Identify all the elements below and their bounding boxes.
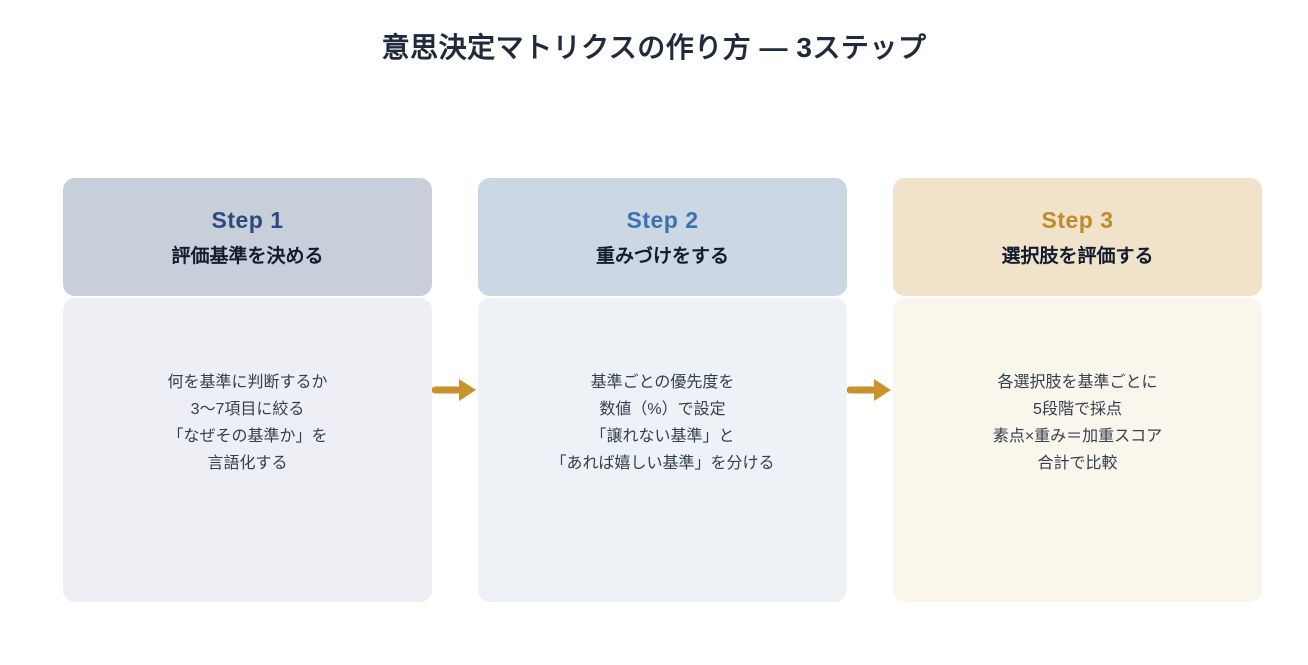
step-2-line-3: 「譲れない基準」と [590,428,735,445]
arrow-2 [847,178,893,602]
steps-row: Step 1 評価基準を決める 何を基準に判断するか 3〜7項目に絞る 「なぜそ… [63,178,1262,602]
step-2-line-2: 数値（%）で設定 [599,401,726,418]
step-card-1: Step 1 評価基準を決める 何を基準に判断するか 3〜7項目に絞る 「なぜそ… [63,178,432,602]
step-3-line-1: 各選択肢を基準ごとに [997,374,1158,391]
step-1-label: Step 1 [211,206,284,233]
step-2-body: 基準ごとの優先度を 数値（%）で設定 「譲れない基準」と 「あれば嬉しい基準」を… [478,298,847,602]
step-card-3: Step 3 選択肢を評価する 各選択肢を基準ごとに 5段階で採点 素点×重み＝… [893,178,1262,602]
right-arrow-icon [432,379,476,401]
step-3-line-4: 合計で比較 [1037,455,1118,472]
step-1-header: Step 1 評価基準を決める [63,178,432,296]
step-3-line-2: 5段階で採点 [1033,401,1122,418]
step-2-line-4: 「あれば嬉しい基準」を分ける [550,455,775,472]
step-1-title: 評価基準を決める [171,245,324,267]
step-3-label: Step 3 [1041,206,1114,233]
step-3-title: 選択肢を評価する [1001,245,1154,267]
page-title: 意思決定マトリクスの作り方 — 3ステップ [381,32,927,63]
step-3-header: Step 3 選択肢を評価する [893,178,1262,296]
step-2-line-1: 基準ごとの優先度を [590,374,735,391]
step-2-header: Step 2 重みづけをする [478,178,847,296]
arrow-1 [432,178,478,602]
step-3-line-3: 素点×重み＝加重スコア [992,428,1163,445]
step-1-line-3: 「なぜその基準か」を [167,428,328,445]
step-1-line-1: 何を基準に判断するか [167,374,328,391]
step-2-title: 重みづけをする [595,245,729,267]
step-3-body: 各選択肢を基準ごとに 5段階で採点 素点×重み＝加重スコア 合計で比較 [893,298,1262,602]
step-2-label: Step 2 [626,206,699,233]
right-arrow-icon [847,379,891,401]
step-1-line-2: 3〜7項目に絞る [190,401,305,418]
step-1-line-4: 言語化する [207,455,288,472]
step-card-2: Step 2 重みづけをする 基準ごとの優先度を 数値（%）で設定 「譲れない基… [478,178,847,602]
step-1-body: 何を基準に判断するか 3〜7項目に絞る 「なぜその基準か」を 言語化する [63,298,432,602]
